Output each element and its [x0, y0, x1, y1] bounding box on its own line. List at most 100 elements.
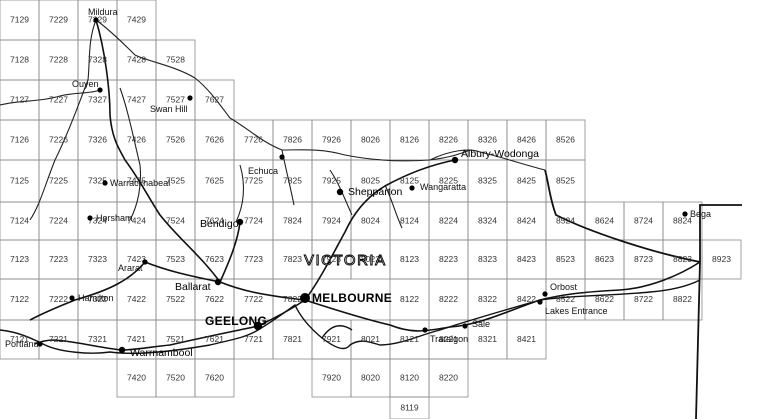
town-marker-wangaratta — [409, 185, 415, 191]
river-line — [235, 164, 245, 223]
map-tile-number: 7725 — [244, 175, 263, 185]
town-marker-ararat — [142, 259, 148, 265]
map-tile-number: 7128 — [10, 54, 29, 64]
town-label-ballarat: Ballarat — [175, 281, 211, 293]
town-marker-mildura — [93, 17, 99, 23]
map-tile-number: 8122 — [400, 294, 419, 304]
map-tile-number: 8823 — [673, 254, 692, 264]
map-tile-number: 8923 — [712, 254, 731, 264]
map-tile-number: 7228 — [49, 54, 68, 64]
map-tile-number: 7825 — [283, 175, 302, 185]
map-tile-number: 8026 — [361, 134, 380, 144]
map-tile-number: 7420 — [127, 372, 146, 382]
map-tile-number: 7324 — [88, 215, 107, 225]
map-tile-number: 8824 — [673, 215, 692, 225]
road-line — [124, 159, 306, 301]
coastline — [257, 279, 701, 350]
river-line — [429, 149, 546, 171]
town-label-orbost: Orbost — [550, 282, 578, 292]
map-tile-number: 8123 — [400, 254, 419, 264]
map-tile-number: 8524 — [556, 215, 575, 225]
coastline — [321, 325, 353, 339]
town-marker-warracknabeal — [102, 180, 108, 186]
map-tile-number: 7423 — [127, 254, 146, 264]
map-tile-number: 8425 — [517, 175, 536, 185]
map-tile-number: 7426 — [127, 134, 146, 144]
map-geography — [0, 19, 742, 419]
map-tile-number: 7926 — [322, 134, 341, 144]
town-marker-lakes-entrance — [537, 299, 543, 305]
map-tile-number: 8119 — [400, 402, 419, 412]
map-tile-number: 8023 — [361, 254, 380, 264]
town-marker-portland — [37, 341, 43, 347]
road-line — [219, 221, 241, 283]
town-label-swan-hill: Swan Hill — [150, 104, 188, 114]
map-tile-cell — [662, 278, 703, 321]
map-tile-number: 8722 — [634, 294, 653, 304]
map-tile-number: 7623 — [205, 254, 224, 264]
town-marker-geelong — [253, 321, 263, 331]
map-tile-number: 7421 — [127, 334, 146, 344]
map-tile-number: 7721 — [244, 334, 263, 344]
map-tile-cell — [389, 396, 430, 419]
map-tile-number: 8323 — [478, 254, 497, 264]
map-tile-number: 7221 — [49, 334, 68, 344]
town-marker-melbourne — [300, 293, 310, 303]
town-label-bendigo: Bendigo — [200, 218, 239, 230]
map-tile-number: 7229 — [49, 14, 68, 24]
map-tile-number: 8124 — [400, 215, 419, 225]
map-tile-number: 8422 — [517, 294, 536, 304]
map-tile-cell — [194, 358, 235, 398]
map-tile-number: 7723 — [244, 254, 263, 264]
map-tile-number: 8525 — [556, 175, 575, 185]
map-tile-number: 8523 — [556, 254, 575, 264]
town-label-portland: Portland — [5, 339, 39, 349]
map-tile-number: 7925 — [322, 175, 341, 185]
map-tile-number: 8021 — [361, 334, 380, 344]
town-marker-sale — [462, 323, 468, 329]
town-label-ararat: Ararat — [118, 263, 143, 273]
map-tile-number: 7620 — [205, 372, 224, 382]
map-tile-number: 8126 — [400, 134, 419, 144]
town-label-echuca: Echuca — [248, 166, 278, 176]
map-tile-number: 8424 — [517, 215, 536, 225]
river-line — [95, 19, 471, 162]
map-tile-number: 7224 — [49, 215, 68, 225]
map-tile-number: 7325 — [88, 175, 107, 185]
map-tile-number: 7622 — [205, 294, 224, 304]
map-tile-number: 7125 — [10, 175, 29, 185]
map-tile-number: 7227 — [49, 94, 68, 104]
map-tile-number: 7821 — [283, 334, 302, 344]
road-line — [95, 19, 126, 161]
map-tile-number: 7528 — [166, 54, 185, 64]
town-label-wangaratta: Wangaratta — [420, 182, 466, 192]
town-marker-albury-wodonga — [451, 156, 459, 164]
map-tile-number: 7626 — [205, 134, 224, 144]
map-tile-number: 7523 — [166, 254, 185, 264]
map-tile-number: 8224 — [439, 215, 458, 225]
map-tile-number: 8426 — [517, 134, 536, 144]
map-tile-number: 7429 — [127, 14, 146, 24]
river-line — [29, 19, 97, 221]
town-marker-warrnambool — [118, 346, 126, 354]
map-tile-number: 8222 — [439, 294, 458, 304]
map-tile-number: 7321 — [88, 334, 107, 344]
town-marker-orbost — [542, 291, 548, 297]
river-line — [119, 87, 142, 221]
map-tile-number: 7522 — [166, 294, 185, 304]
map-tile-number: 7921 — [322, 334, 341, 344]
town-marker-bega — [682, 211, 688, 217]
road-line — [304, 261, 701, 332]
map-tile-number: 8120 — [400, 372, 419, 382]
map-tile-number: 7923 — [322, 254, 341, 264]
map-tile-number: 7627 — [205, 94, 224, 104]
map-tile-number: 7624 — [205, 215, 224, 225]
map-tile-number: 8121 — [400, 334, 419, 344]
river-line — [0, 89, 101, 106]
town-marker-ballarat — [214, 278, 222, 286]
map-tile-number: 7121 — [10, 334, 29, 344]
town-label-shepparton: Shepparton — [348, 186, 402, 198]
road-line — [144, 261, 221, 283]
river-line — [384, 184, 403, 229]
